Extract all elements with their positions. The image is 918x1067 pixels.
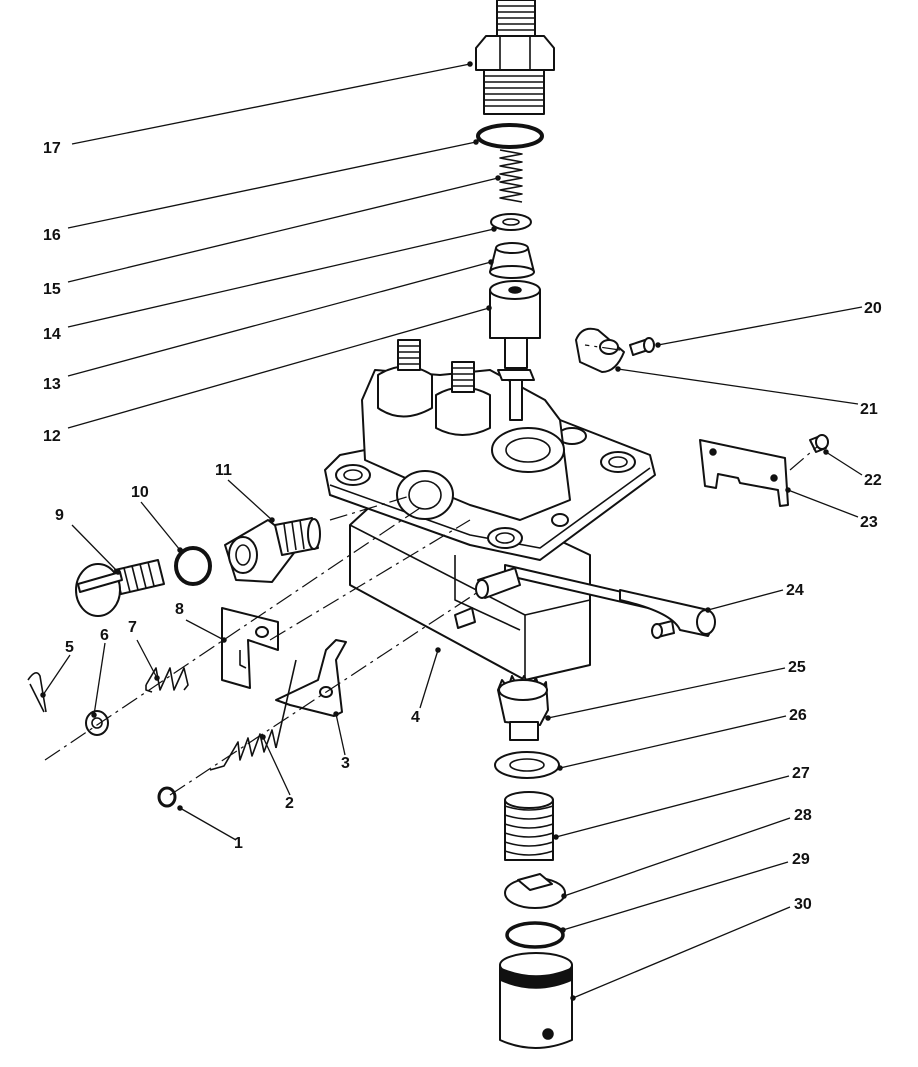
callout-6: 6 (100, 627, 109, 644)
callout-26: 26 (789, 707, 807, 724)
callout-8: 8 (175, 601, 184, 618)
callout-23: 23 (860, 514, 878, 531)
callout-11: 11 (215, 462, 232, 479)
callout-9: 9 (55, 507, 64, 524)
control-shaft (454, 564, 716, 639)
left-parts (27, 517, 347, 808)
callout-12: 12 (43, 428, 61, 445)
callout-10: 10 (131, 484, 149, 501)
callout-28: 28 (794, 807, 812, 824)
callout-24: 24 (786, 582, 804, 599)
callout-16: 16 (43, 227, 61, 244)
centerlines (44, 344, 819, 796)
callout-15: 15 (43, 281, 61, 298)
callout-7: 7 (128, 619, 137, 636)
top-parts-stack (475, 0, 555, 421)
callout-22: 22 (864, 472, 882, 489)
callout-17: 17 (43, 140, 61, 157)
callout-3: 3 (341, 755, 350, 772)
callout-13: 13 (43, 376, 61, 393)
callout-4: 4 (411, 709, 420, 726)
callout-1: 1 (234, 835, 243, 852)
callout-labels: 1 2 3 4 5 6 7 8 9 10 11 12 13 14 15 16 1… (43, 140, 882, 913)
callout-2: 2 (285, 795, 294, 812)
callout-29: 29 (792, 851, 810, 868)
leader-lines (40, 61, 863, 1001)
callout-20: 20 (864, 300, 882, 317)
pump-body (324, 339, 656, 681)
callout-30: 30 (794, 896, 812, 913)
callout-14: 14 (43, 326, 61, 343)
callout-25: 25 (788, 659, 806, 676)
bottom-parts-stack (494, 675, 573, 1049)
callout-27: 27 (792, 765, 810, 782)
callout-21: 21 (860, 401, 878, 418)
right-parts (575, 327, 829, 507)
callout-5: 5 (65, 639, 74, 656)
